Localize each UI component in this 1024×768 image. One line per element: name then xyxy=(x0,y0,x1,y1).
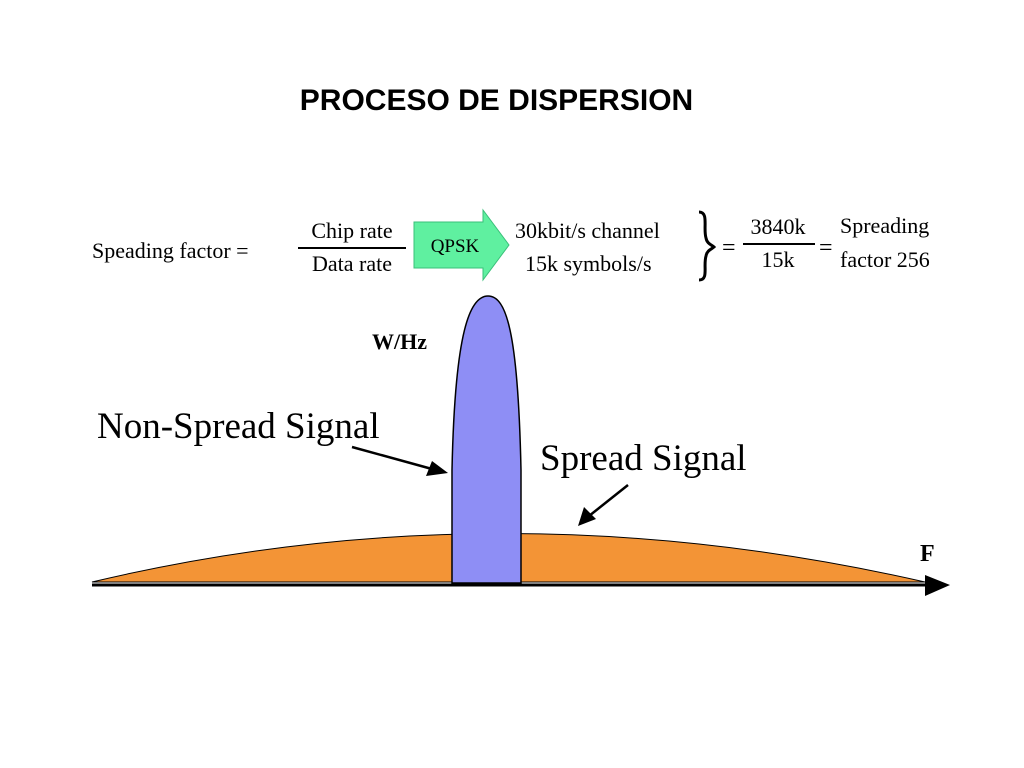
curly-brace xyxy=(698,210,717,282)
equals-sign-1: = xyxy=(722,235,736,261)
spread-pointer-head xyxy=(578,507,596,526)
fraction-numerator: 3840k xyxy=(751,214,806,239)
result-line-2: factor 256 xyxy=(840,247,930,272)
non-spread-label: Non-Spread Signal xyxy=(97,406,380,447)
channel-rate: 30kbit/s channel xyxy=(515,218,660,243)
symbol-rate: 15k symbols/s xyxy=(525,251,652,276)
spread-label: Spread Signal xyxy=(540,438,747,479)
formula-lhs: Speading factor = xyxy=(92,238,249,263)
spread-pointer-line xyxy=(588,484,629,517)
x-axis-label: F xyxy=(920,541,935,567)
result-line-1: Spreading xyxy=(840,213,929,238)
qpsk-arrow xyxy=(413,208,510,282)
axis-arrowhead xyxy=(925,575,950,596)
qpsk-label: QPSK xyxy=(431,236,480,257)
equals-sign-2: = xyxy=(819,235,833,261)
non-spread-pointer-line xyxy=(351,445,433,471)
fraction-denominator: 15k xyxy=(762,247,795,272)
formula-denominator: Data rate xyxy=(312,251,392,276)
non-spread-signal-shape xyxy=(451,295,522,584)
y-axis-label: W/Hz xyxy=(372,329,427,354)
non-spread-pointer-head xyxy=(426,461,448,476)
formula-numerator: Chip rate xyxy=(311,218,392,243)
page-title: PROCESO DE DISPERSION xyxy=(299,84,694,117)
